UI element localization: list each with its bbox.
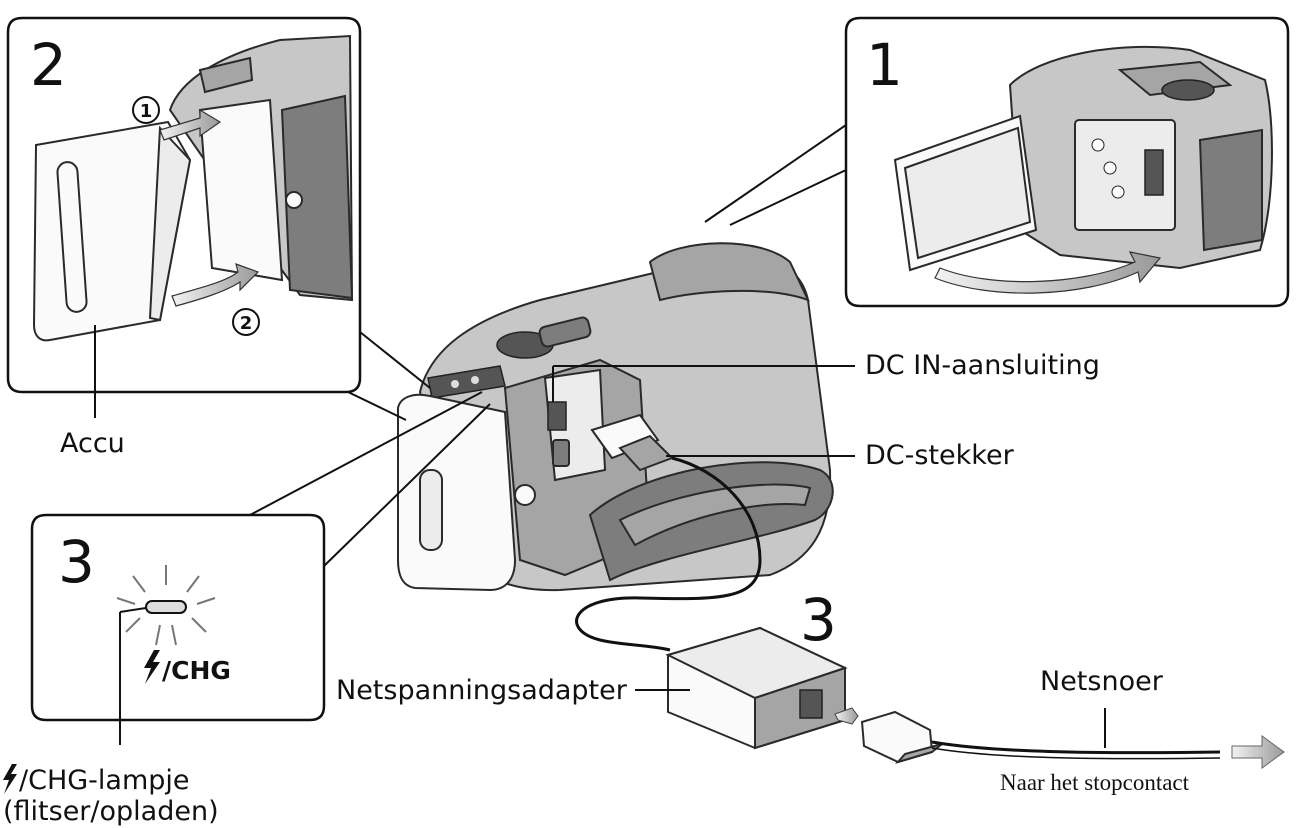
callout-lines bbox=[94, 124, 1106, 748]
label-chg-lamp-line1: /CHG-lampje bbox=[19, 765, 190, 796]
arrow-right-icon bbox=[1231, 735, 1285, 769]
flash-icon bbox=[3, 764, 17, 794]
label-dc-in: DC IN-aansluiting bbox=[865, 350, 1100, 381]
lamp-blink-rays bbox=[116, 565, 216, 646]
step-number-3-main: 3 bbox=[800, 586, 837, 654]
step-number-3-inset: 3 bbox=[58, 528, 95, 596]
label-ac-adapter: Netspanningsadapter bbox=[336, 675, 628, 706]
camcorder-main bbox=[397, 242, 834, 652]
chg-indicator-text: /CHG bbox=[162, 656, 231, 685]
label-dc-plug: DC-stekker bbox=[865, 440, 1015, 471]
plug-insert-arrow bbox=[834, 707, 859, 725]
label-mains-cord: Netsnoer bbox=[1040, 666, 1164, 697]
panel-step-3-lamp: 3 /CHG bbox=[30, 513, 326, 722]
panel-step-2: 1 2 2 bbox=[6, 16, 362, 394]
panel-step-1: 1 bbox=[844, 16, 1290, 308]
sub-step-2: 2 bbox=[240, 313, 253, 334]
step-number-1: 1 bbox=[866, 31, 903, 99]
label-accu: Accu bbox=[60, 428, 125, 459]
ac-adapter bbox=[665, 626, 848, 750]
step-number-2: 2 bbox=[30, 31, 67, 99]
flash-icon bbox=[144, 650, 160, 684]
sub-step-1: 1 bbox=[140, 101, 153, 122]
chg-lamp bbox=[145, 600, 187, 614]
label-chg-lamp-line2: (flitser/opladen) bbox=[3, 796, 219, 827]
mains-cord bbox=[834, 707, 1285, 769]
label-to-outlet: Naar het stopcontact bbox=[1000, 770, 1190, 795]
